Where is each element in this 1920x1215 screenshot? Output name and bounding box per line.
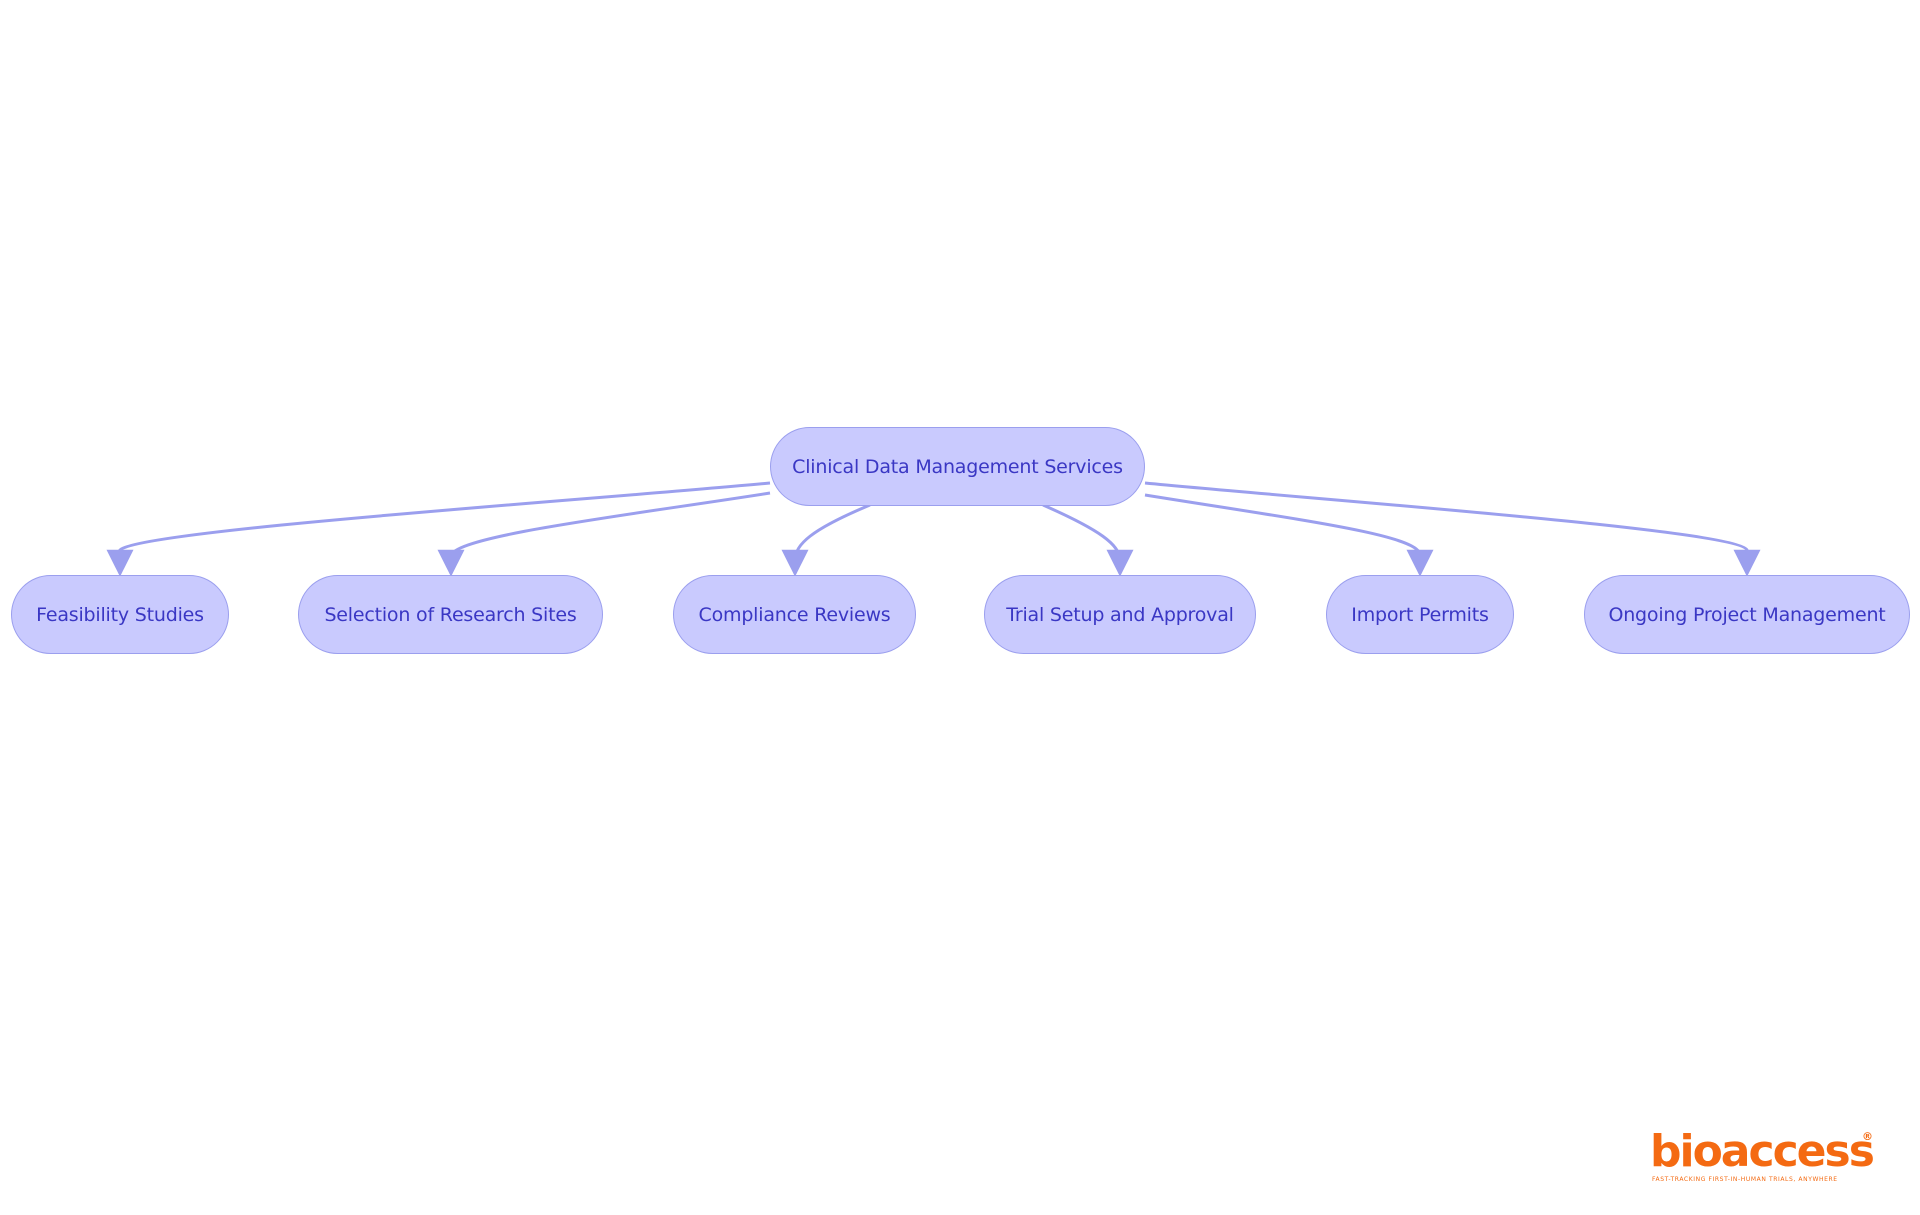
bioaccess-logo: bioaccess ® FAST-TRACKING FIRST-IN-HUMAN… <box>1650 1128 1875 1188</box>
child-node-compliance-reviews: Compliance Reviews <box>673 575 916 654</box>
edge-root-to-feasibility-studies <box>106 481 771 577</box>
edges <box>106 481 1761 577</box>
child-node-label: Compliance Reviews <box>698 603 891 626</box>
child-node-import-permits: Import Permits <box>1326 575 1514 654</box>
child-node-label: Feasibility Studies <box>36 603 204 626</box>
child-node-label: Import Permits <box>1351 603 1489 626</box>
child-node-feasibility-studies: Feasibility Studies <box>11 575 229 654</box>
edge-root-to-ongoing-project-management <box>1144 481 1761 577</box>
edge-root-to-import-permits <box>1144 493 1434 577</box>
child-node-label: Selection of Research Sites <box>324 603 577 626</box>
child-node-label: Ongoing Project Management <box>1608 603 1886 626</box>
child-node-selection-of-research-sites: Selection of Research Sites <box>298 575 603 654</box>
logo-tagline: FAST-TRACKING FIRST-IN-HUMAN TRIALS, ANY… <box>1652 1176 1838 1183</box>
edge-root-to-trial-setup-and-approval <box>1042 503 1134 577</box>
edge-root-to-compliance-reviews <box>781 503 871 577</box>
root-node: Clinical Data Management Services <box>770 427 1145 506</box>
child-node-label: Trial Setup and Approval <box>1006 603 1234 626</box>
child-node-trial-setup-and-approval: Trial Setup and Approval <box>984 575 1256 654</box>
root-node-label: Clinical Data Management Services <box>792 455 1123 478</box>
child-node-ongoing-project-management: Ongoing Project Management <box>1584 575 1910 654</box>
logo-wordmark: bioaccess <box>1650 1126 1875 1177</box>
registered-mark: ® <box>1862 1130 1873 1143</box>
edge-root-to-selection-of-research-sites <box>437 491 771 577</box>
